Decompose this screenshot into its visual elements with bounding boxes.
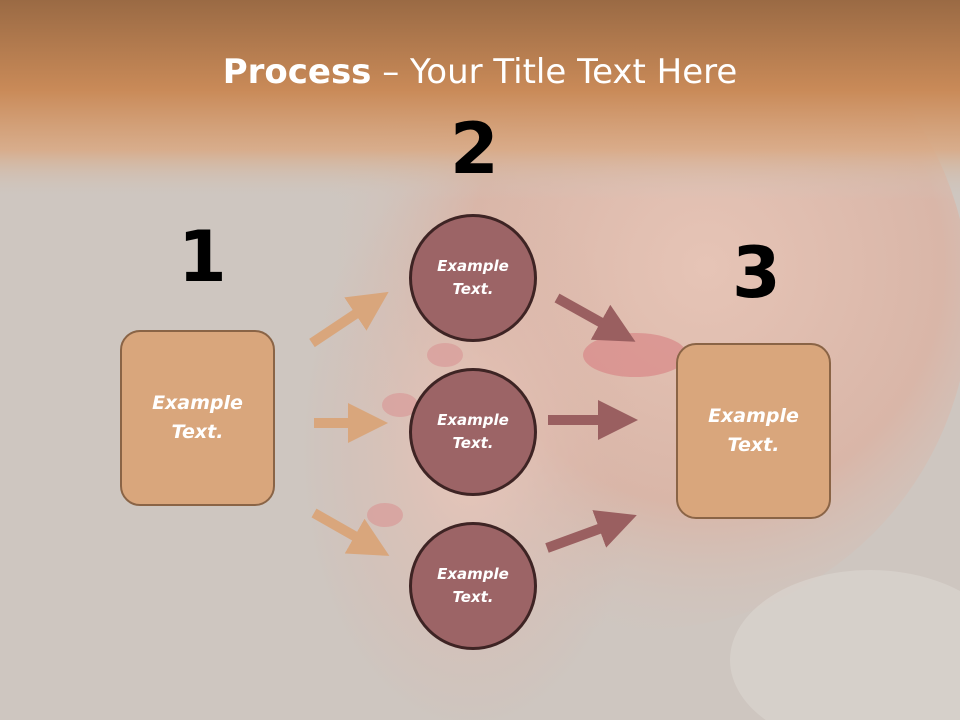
right-box-line2: Text. <box>727 434 780 456</box>
right-box-line1: Example <box>708 405 799 427</box>
left-box-line1: Example <box>152 392 243 414</box>
circle-3-line1: Example <box>437 565 509 583</box>
arrow-left-to-c1 <box>309 291 389 348</box>
arrow-left-to-c3 <box>311 508 390 556</box>
step-number-2: 2 <box>450 108 499 190</box>
circle-1-line1: Example <box>437 257 509 275</box>
circle-2-line2: Text. <box>452 434 494 452</box>
circle-2-line1: Example <box>437 411 509 429</box>
left-box-line2: Text. <box>171 421 224 443</box>
title-rest: – Your Title Text Here <box>371 52 738 92</box>
step-number-1: 1 <box>178 216 227 298</box>
step-number-3: 3 <box>732 232 781 314</box>
arrow-c3-to-right <box>545 510 637 553</box>
circle-1-line2: Text. <box>452 280 494 298</box>
arrow-c1-to-right <box>554 293 636 342</box>
circle-3-line2: Text. <box>452 588 494 606</box>
slide-title: Process – Your Title Text Here <box>0 52 960 92</box>
title-bold: Process <box>222 52 372 92</box>
